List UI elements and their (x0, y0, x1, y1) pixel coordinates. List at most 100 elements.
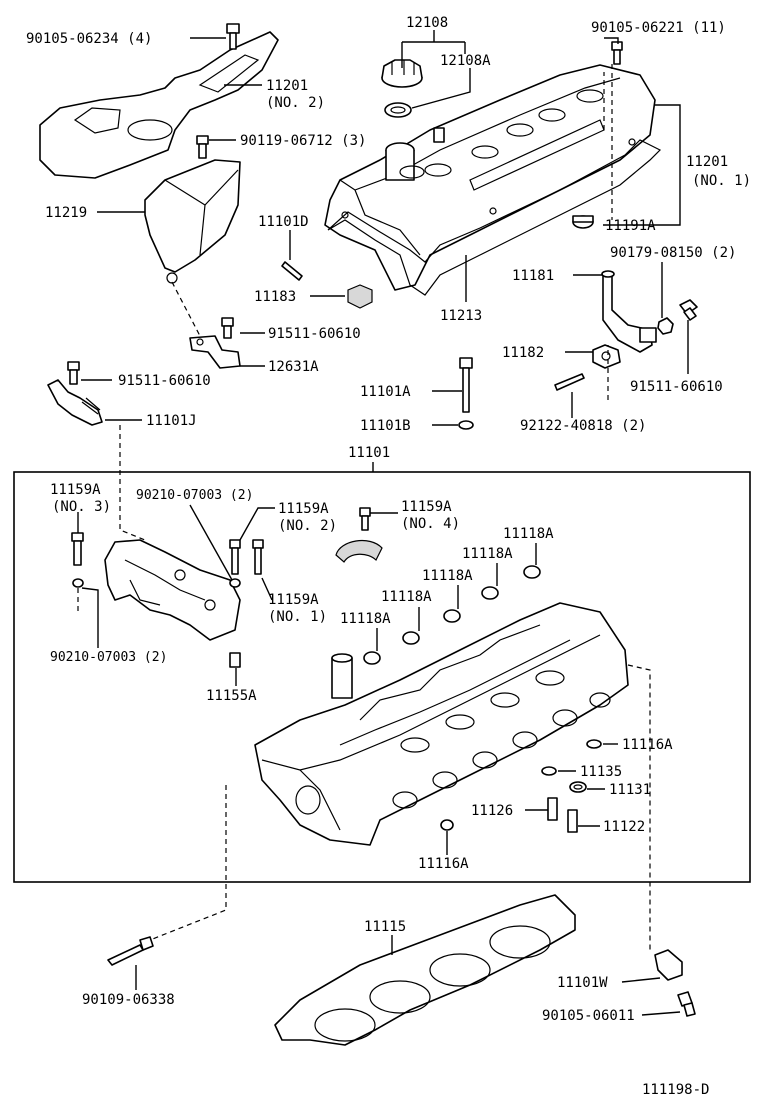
bolt-90105-06234 (226, 23, 240, 50)
bolt-11159A-no2 (229, 539, 241, 575)
bearing-half (335, 539, 383, 563)
sensor-11101J (47, 379, 103, 426)
label-12108A: 12108A (440, 53, 491, 69)
bolt-91511-60610-right (679, 299, 698, 321)
label-90210-07003-bot: 90210-07003 (2) (50, 650, 167, 665)
seal-11131 (569, 781, 587, 793)
guide-11126 (547, 797, 558, 821)
label-11115: 11115 (364, 919, 406, 935)
label-11118A-1: 11118A (340, 611, 391, 627)
bearing-cap-assembly (104, 539, 241, 641)
label-90119-06712: 90119-06712 (3) (240, 133, 366, 149)
label-12631A: 12631A (268, 359, 319, 375)
leader-lines (77, 30, 689, 1016)
pin-11155A (229, 652, 241, 668)
dashed-alignment-lines (77, 64, 651, 950)
head-cover-11201 (324, 64, 656, 291)
label-11135: 11135 (580, 764, 622, 780)
oil-filler-cap-12108 (381, 59, 423, 88)
label-11159A-no3: 11159A (50, 482, 101, 498)
label-11159A-no2: 11159A (278, 501, 329, 517)
label-90210-07003-top: 90210-07003 (2) (136, 488, 253, 503)
label-11101: 11101 (348, 445, 390, 461)
guide-11122 (567, 809, 578, 833)
label-11183: 11183 (254, 289, 296, 305)
sensor-11101W (654, 949, 683, 981)
bolt-11101A (459, 357, 473, 413)
label-91511-60610-c: 91511-60610 (118, 373, 211, 389)
label-92122-40818: 92122-40818 (2) (520, 418, 646, 434)
label-11159A-no3-sub: (NO. 3) (52, 499, 111, 515)
insulator-11219 (144, 159, 241, 284)
label-11201-no1-sub: (NO. 1) (692, 173, 751, 189)
label-11118A-5: 11118A (503, 526, 554, 542)
gasket-11213 (327, 139, 662, 296)
bracket-12631A (189, 335, 241, 369)
label-11159A-no1-sub: (NO. 1) (268, 609, 327, 625)
label-11201-no2: 11201 (266, 78, 308, 94)
bolt-11159A-no1 (252, 539, 264, 575)
label-11118A-4: 11118A (462, 546, 513, 562)
vent-pipe-11181 (601, 270, 657, 353)
label-11201-no1: 11201 (686, 154, 728, 170)
label-90105-06221: 90105-06221 (11) (591, 20, 726, 36)
bolt-90119-06712 (196, 135, 209, 159)
label-11213: 11213 (440, 308, 482, 324)
label-90105-06011: 90105-06011 (542, 1008, 635, 1024)
bolt-91511-60610-mid (221, 317, 234, 339)
part-labels: 90105-06234 (4) 12108 12108A 90105-06221… (26, 15, 751, 1098)
gasket-12108A (384, 102, 412, 118)
label-11118A-3: 11118A (422, 568, 473, 584)
label-11101A: 11101A (360, 384, 411, 400)
label-11118A-2: 11118A (381, 589, 432, 605)
diagram-id: 111198-D (642, 1082, 709, 1098)
bolt-90109-06338 (107, 936, 154, 966)
label-11219: 11219 (45, 205, 87, 221)
label-11155A: 11155A (206, 688, 257, 704)
label-90109-06338: 90109-06338 (82, 992, 175, 1008)
label-11182: 11182 (502, 345, 544, 361)
head-gasket-11115 (274, 894, 576, 1046)
ring-11135 (541, 766, 557, 776)
label-90179-08150: 90179-08150 (2) (610, 245, 736, 261)
label-11101W: 11101W (557, 975, 608, 991)
label-11201-no2-sub: (NO. 2) (266, 95, 325, 111)
bolt-90105-06221 (611, 41, 623, 65)
label-11126: 11126 (471, 803, 513, 819)
label-11116A-bottom: 11116A (418, 856, 469, 872)
label-11191A: 11191A (605, 218, 656, 234)
label-11122: 11122 (603, 819, 645, 835)
label-12108: 12108 (406, 15, 448, 31)
spark-plug-tube (331, 653, 353, 699)
part-11182 (592, 344, 621, 369)
plug-11116A (440, 739, 602, 831)
bolt-90105-06011 (677, 991, 696, 1017)
bolt-91511-60610-left (67, 361, 80, 385)
washer-11101B (458, 420, 474, 430)
stud-92122-40818 (554, 373, 585, 391)
label-11101B: 11101B (360, 418, 411, 434)
label-11159A-no2-sub: (NO. 2) (278, 518, 337, 534)
washer-90210-07003 (229, 578, 241, 588)
label-11116A-right: 11116A (622, 737, 673, 753)
group-box-11101 (13, 471, 751, 883)
label-90105-06234: 90105-06234 (4) (26, 31, 152, 47)
label-11131: 11131 (609, 782, 651, 798)
label-11181: 11181 (512, 268, 554, 284)
stud-11101D (281, 261, 303, 281)
clip-11183 (347, 284, 373, 309)
label-11159A-no4: 11159A (401, 499, 452, 515)
bolt-11159A-no3 (71, 532, 84, 588)
cylinder-head-11101 (254, 602, 629, 846)
label-11159A-no4-sub: (NO. 4) (401, 516, 460, 532)
plug-11118A (363, 565, 541, 665)
bolt-11159A-no4 (359, 507, 371, 531)
label-91511-60610-b: 91511-60610 (630, 379, 723, 395)
label-91511-60610-a: 91511-60610 (268, 326, 361, 342)
seal-washer-11191A (572, 215, 594, 229)
nut-90179-08150 (657, 317, 674, 335)
engine-cover-no2 (39, 31, 279, 179)
label-11101J: 11101J (146, 413, 197, 429)
label-11101D: 11101D (258, 214, 309, 230)
